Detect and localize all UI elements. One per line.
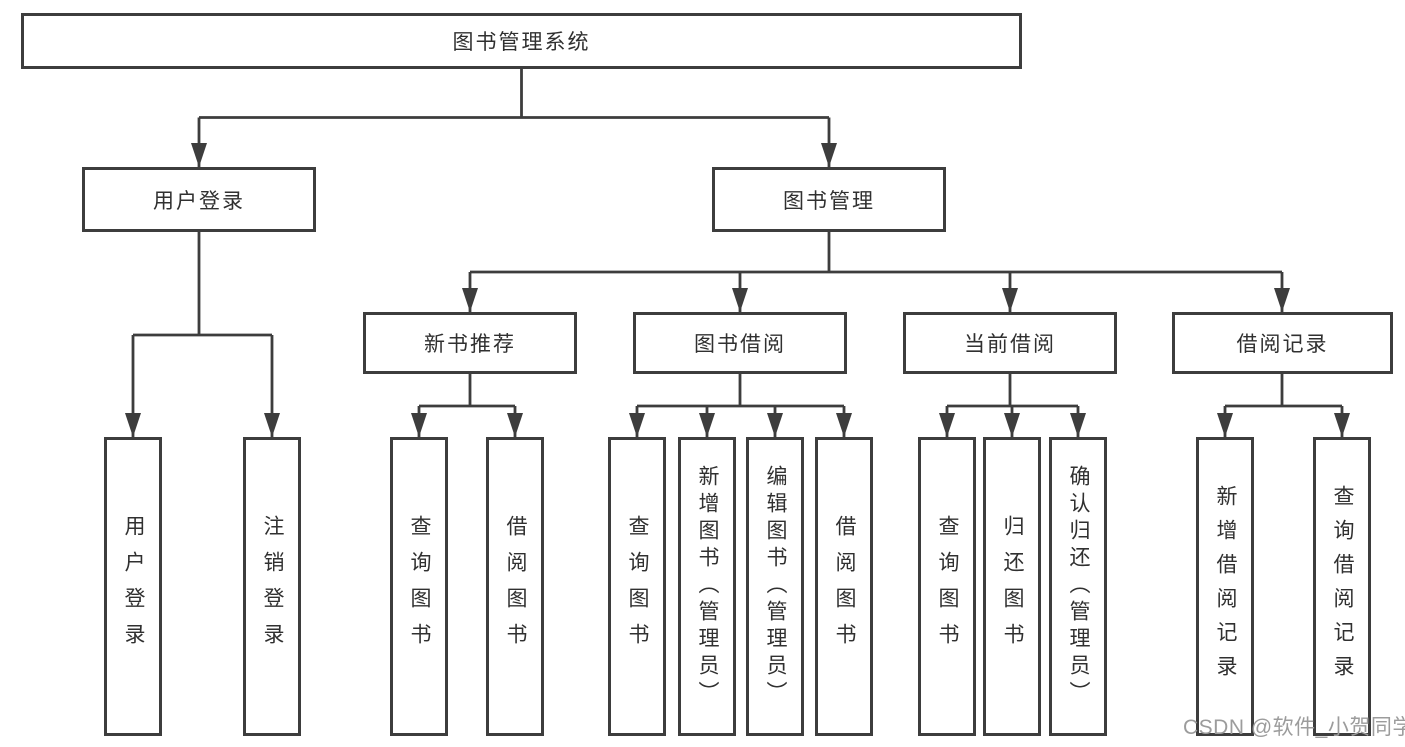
leaf-query-books-3: 查询图书	[918, 437, 976, 736]
leaf-query-books-1: 查询图书	[390, 437, 448, 736]
connector-borrow-record-branch	[1225, 374, 1342, 408]
leaf-add-borrow-record: 新增借阅记录	[1196, 437, 1254, 736]
node-new-book-recommend: 新书推荐	[363, 312, 577, 374]
csdn-watermark: CSDN @软件_小贺同学	[1183, 716, 1405, 739]
leaf-borrow-books-1: 借阅图书	[486, 437, 544, 736]
node-book-mgmt: 图书管理	[712, 167, 946, 232]
connector-current-borrow-branch	[947, 374, 1078, 408]
leaf-return-books: 归还图书	[983, 437, 1041, 736]
node-user-login: 用户登录	[82, 167, 316, 232]
leaf-borrow-books-2: 借阅图书	[815, 437, 873, 736]
leaf-user-login: 用户登录	[104, 437, 162, 736]
leaf-add-books-admin: 新增图书（管理员）	[678, 437, 736, 736]
connector-new-book-branch	[419, 374, 515, 408]
leaf-logout: 注销登录	[243, 437, 301, 736]
node-root-system: 图书管理系统	[21, 13, 1022, 69]
leaf-edit-books-admin: 编辑图书（管理员）	[746, 437, 804, 736]
node-current-borrow: 当前借阅	[903, 312, 1117, 374]
connector-book-mgmt-branch	[470, 232, 1282, 274]
connector-book-borrow-branch	[637, 374, 844, 408]
connector-user-login-branch	[133, 232, 272, 337]
node-borrow-record: 借阅记录	[1172, 312, 1393, 374]
node-book-borrow: 图书借阅	[633, 312, 847, 374]
leaf-query-borrow-record: 查询借阅记录	[1313, 437, 1371, 736]
leaf-confirm-return-admin: 确认归还（管理员）	[1049, 437, 1107, 736]
connector-root-branch	[199, 69, 829, 119]
leaf-query-books-2: 查询图书	[608, 437, 666, 736]
